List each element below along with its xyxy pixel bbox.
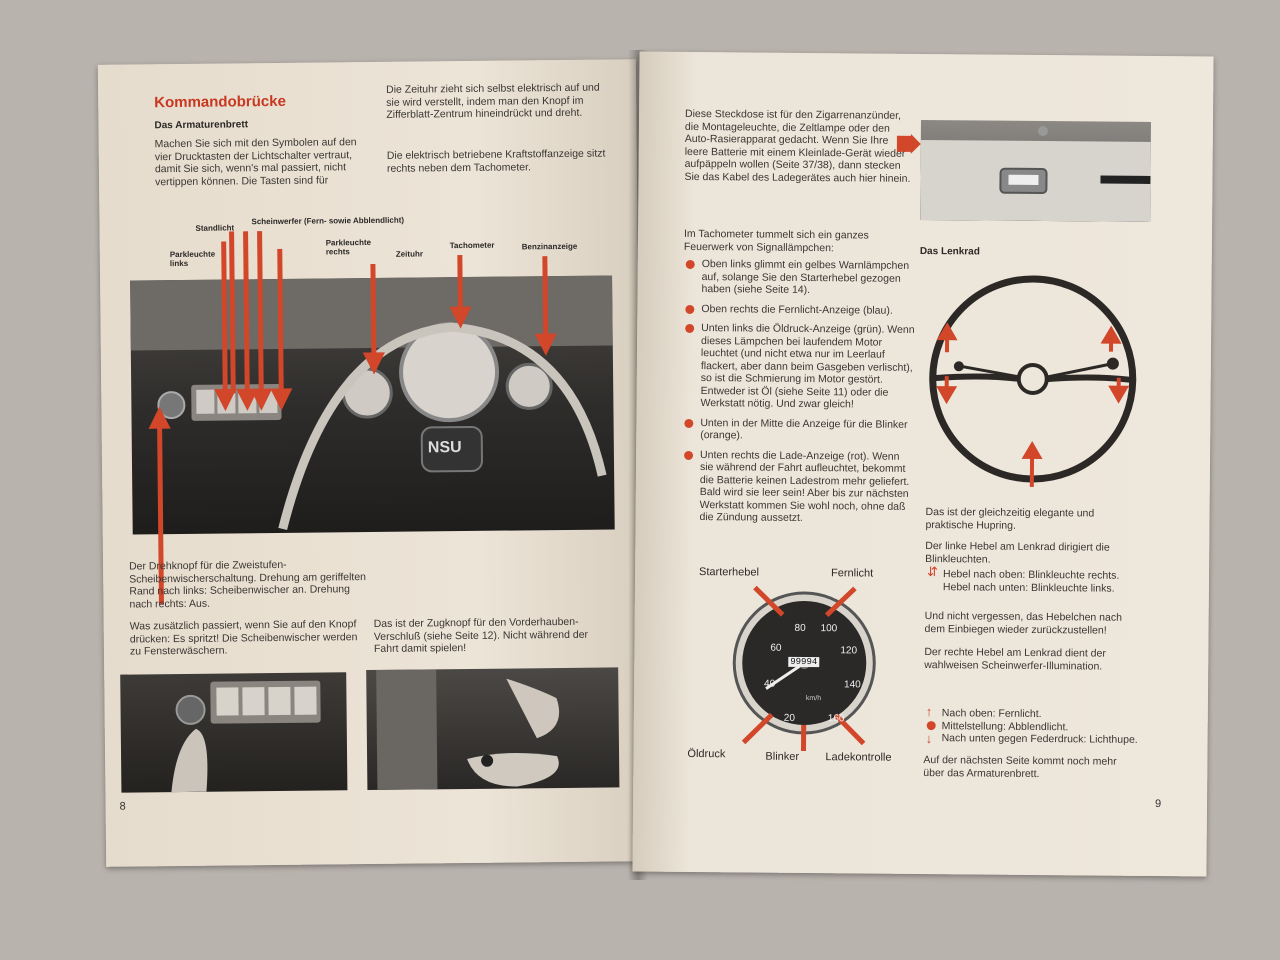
lever-up-text: Hebel nach oben: Blinkleuchte rechts. <box>942 568 1120 582</box>
label-blinker: Blinker <box>765 750 800 763</box>
wiper-knob-photo <box>120 672 348 793</box>
gauge-140: 140 <box>844 679 861 691</box>
socket-photo <box>920 119 1151 222</box>
label-oeldruck: Öldruck <box>687 747 726 761</box>
gauge-80: 80 <box>794 622 806 634</box>
page-number-right: 9 <box>1154 798 1162 811</box>
wiper-knob-illustration <box>171 680 321 793</box>
lever-down-text: Hebel nach unten: Blinkleuchte links. <box>942 580 1115 595</box>
left-lever-text: Der linke Hebel am Lenkrad dirigiert die… <box>925 540 1110 566</box>
list-item-text: Oben links glimmt ein gelbes Warnlämpche… <box>701 258 910 297</box>
socket-illustration <box>920 126 1151 222</box>
steering-wheel-diagram <box>929 275 1137 487</box>
left-page: Kommandobrücke Das Armaturenbrett Machen… <box>97 59 645 867</box>
light-up-text: Nach oben: Fernlicht. <box>941 707 1042 721</box>
pointer-arrow-icon <box>896 133 921 154</box>
list-item-text: Unten in der Mitte die Anzeige für die B… <box>700 416 908 442</box>
list-item: Unten in der Mitte die Anzeige für die B… <box>684 416 914 443</box>
gauge-20: 20 <box>783 712 795 724</box>
signal-light-list: Oben links glimmt ein gelbes Warnlämpche… <box>683 258 915 532</box>
dashboard-photo: NSU <box>130 275 615 535</box>
right-lever-text: Der rechte Hebel am Lenkrad dient der wa… <box>924 646 1106 673</box>
reminder-text: Und nicht vergessen, das Hebelchen nach … <box>924 610 1123 637</box>
lever-up-legend: ⇵ Hebel nach oben: Blinkleuchte rechts. … <box>926 564 1155 595</box>
bullet-icon <box>684 450 694 460</box>
gauge-60: 60 <box>770 642 782 654</box>
page-number-left: 8 <box>119 800 126 813</box>
bullet-icon <box>685 304 695 314</box>
label-ladekontrolle: Ladekontrolle <box>825 751 892 764</box>
list-item-text: Unten links die Öldruck-Anzeige (grün). … <box>700 322 915 411</box>
hood-release-illustration <box>376 669 560 790</box>
socket-text: Diese Steckdose ist für den Zigarrenanzü… <box>684 107 911 185</box>
list-item: Oben links glimmt ein gelbes Warnlämpche… <box>685 258 915 298</box>
light-legend: ↑ Nach oben: Fernlicht. Mittelstellung: … <box>925 704 1154 747</box>
list-item-text: Oben rechts die Fernlicht-Anzeige (blau)… <box>701 302 893 317</box>
horn-text: Das ist der gleichzeitig elegante und pr… <box>925 506 1095 532</box>
hood-release-photo <box>366 667 620 791</box>
bullet-icon <box>684 418 694 428</box>
dot-icon <box>926 721 936 731</box>
washer-text: Was zusätzlich passiert, wenn Sie auf de… <box>129 618 358 658</box>
arrow-down-icon: ↓ <box>925 731 933 747</box>
wiper-text: Der Drehknopf für die Zweistufen-Scheibe… <box>129 558 367 611</box>
gauge-120: 120 <box>840 645 858 657</box>
gauge-unit: km/h <box>805 694 822 703</box>
steering-title: Das Lenkrad <box>919 245 980 258</box>
list-item: Oben rechts die Fernlicht-Anzeige (blau)… <box>685 302 915 317</box>
light-down-text: Nach unten gegen Federdruck: Lichthupe. <box>941 732 1138 746</box>
odometer: 99994 <box>788 656 820 668</box>
dashboard-illustration <box>130 275 613 531</box>
list-item-text: Unten rechts die Lade-Anzeige (rot). Wen… <box>699 448 910 524</box>
tacho-intro: Im Tachometer tummelt sich ein ganzes Fe… <box>683 227 869 254</box>
list-item: Unten links die Öldruck-Anzeige (grün). … <box>684 322 915 412</box>
gauge-40: 40 <box>764 678 776 690</box>
right-page: Diese Steckdose ist für den Zigarrenanzü… <box>632 51 1214 877</box>
bullet-icon <box>685 323 695 333</box>
arrow-up-icon: ↑ <box>925 704 933 720</box>
dashboard-arrows <box>148 231 557 605</box>
hood-text: Das ist der Zugknopf für den Vorderhaube… <box>373 615 589 655</box>
list-item: Unten rechts die Lade-Anzeige (rot). Wen… <box>683 448 914 525</box>
gauge-100: 100 <box>820 623 838 635</box>
gauge-160: 160 <box>827 713 845 725</box>
arrow-up-icon: ⇵ <box>926 564 939 580</box>
next-page-text: Auf der nächsten Seite kommt noch mehr ü… <box>923 754 1117 780</box>
bullet-icon <box>685 259 695 270</box>
light-mid-text: Mittelstellung: Abblendlicht. <box>941 719 1069 733</box>
